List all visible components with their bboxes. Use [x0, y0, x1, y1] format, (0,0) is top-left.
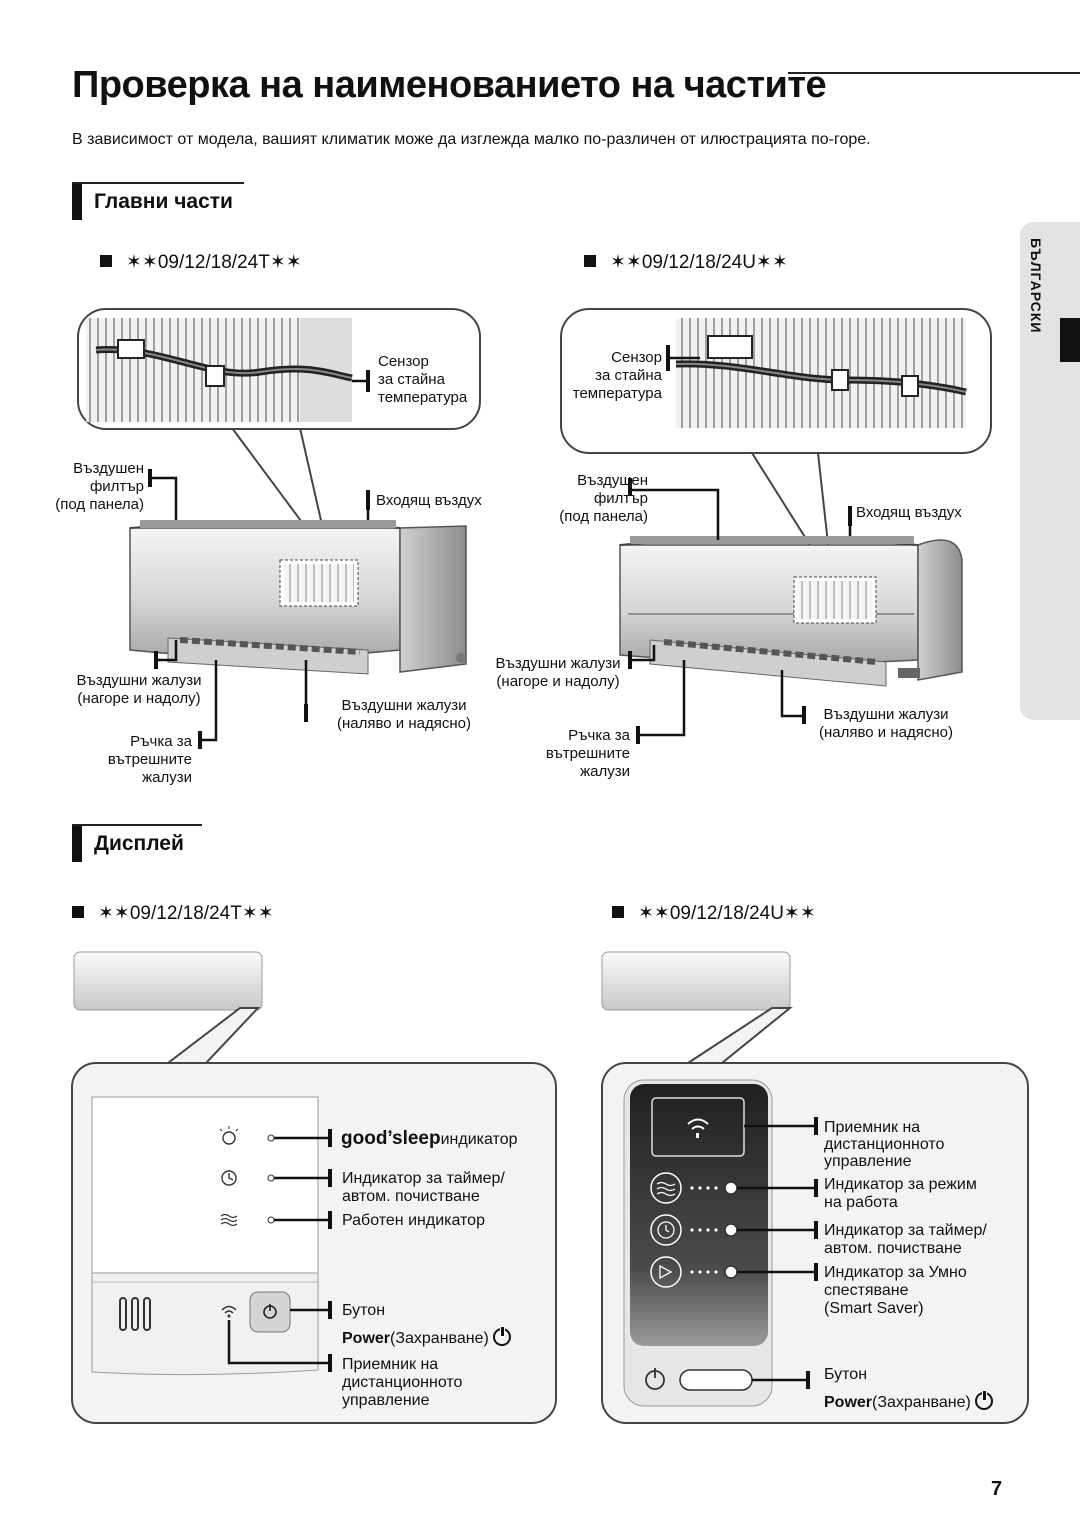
title-rule [788, 72, 1080, 74]
section-heading-display: Дисплей [94, 832, 184, 855]
label-timer-indicator-left: Индикатор за таймер/автом. почистване [342, 1170, 505, 1205]
language-tab-marker [1060, 318, 1080, 362]
label-timer-indicator-right: Индикатор за таймер/автом. почистване [824, 1222, 987, 1257]
language-tab [1020, 222, 1080, 720]
section-rule [72, 182, 244, 184]
page-title: Проверка на наименованието на частите [72, 64, 827, 106]
section-marker [72, 182, 82, 220]
label-louvers-ud-left: Въздушни жалузи(нагоре и надолу) [76, 672, 202, 707]
language-tab-label: БЪЛГАРСКИ [1028, 238, 1044, 334]
intro-text: В зависимост от модела, вашият климатик … [72, 131, 871, 148]
section-heading-main-parts: Главни части [94, 190, 233, 213]
main-parts-illustration [77, 308, 992, 749]
section-rule [72, 824, 202, 826]
goodsleep-logo: good’sleep [341, 1128, 441, 1149]
leader-lines-right [630, 356, 852, 737]
power-icon [975, 1390, 994, 1410]
label-air-intake-right: Входящ въздух [856, 504, 962, 521]
label-operation-indicator: Работен индикатор [342, 1212, 485, 1229]
label-louvers-lr-left: Въздушни жалузи(наляво и надясно) [337, 697, 471, 732]
section-marker [72, 824, 82, 862]
label-power-button-left: Бутон Power(Захранване) [342, 1302, 512, 1348]
indoor-unit-right [619, 536, 963, 687]
label-air-intake-left: Входящ въздух [376, 492, 482, 509]
page-number: 7 [991, 1478, 1003, 1500]
power-icon [493, 1326, 512, 1346]
label-louvers-lr-right: Въздушни жалузи(наляво и надясно) [819, 706, 953, 741]
label-power-button-right: Бутон Power(Захранване) [824, 1366, 994, 1412]
indoor-unit-left [129, 520, 467, 675]
model-label-u: ✶✶09/12/18/24U✶✶ [612, 902, 816, 925]
label-goodsleep-indicator: good’sleepиндикатор [341, 1128, 518, 1149]
model-label-u: ✶✶09/12/18/24U✶✶ [584, 251, 788, 274]
label-louvers-ud-right: Въздушни жалузи(нагоре и надолу) [495, 655, 621, 690]
model-label-t: ✶✶09/12/18/24T✶✶ [72, 902, 274, 925]
model-label-t: ✶✶09/12/18/24T✶✶ [100, 251, 302, 274]
